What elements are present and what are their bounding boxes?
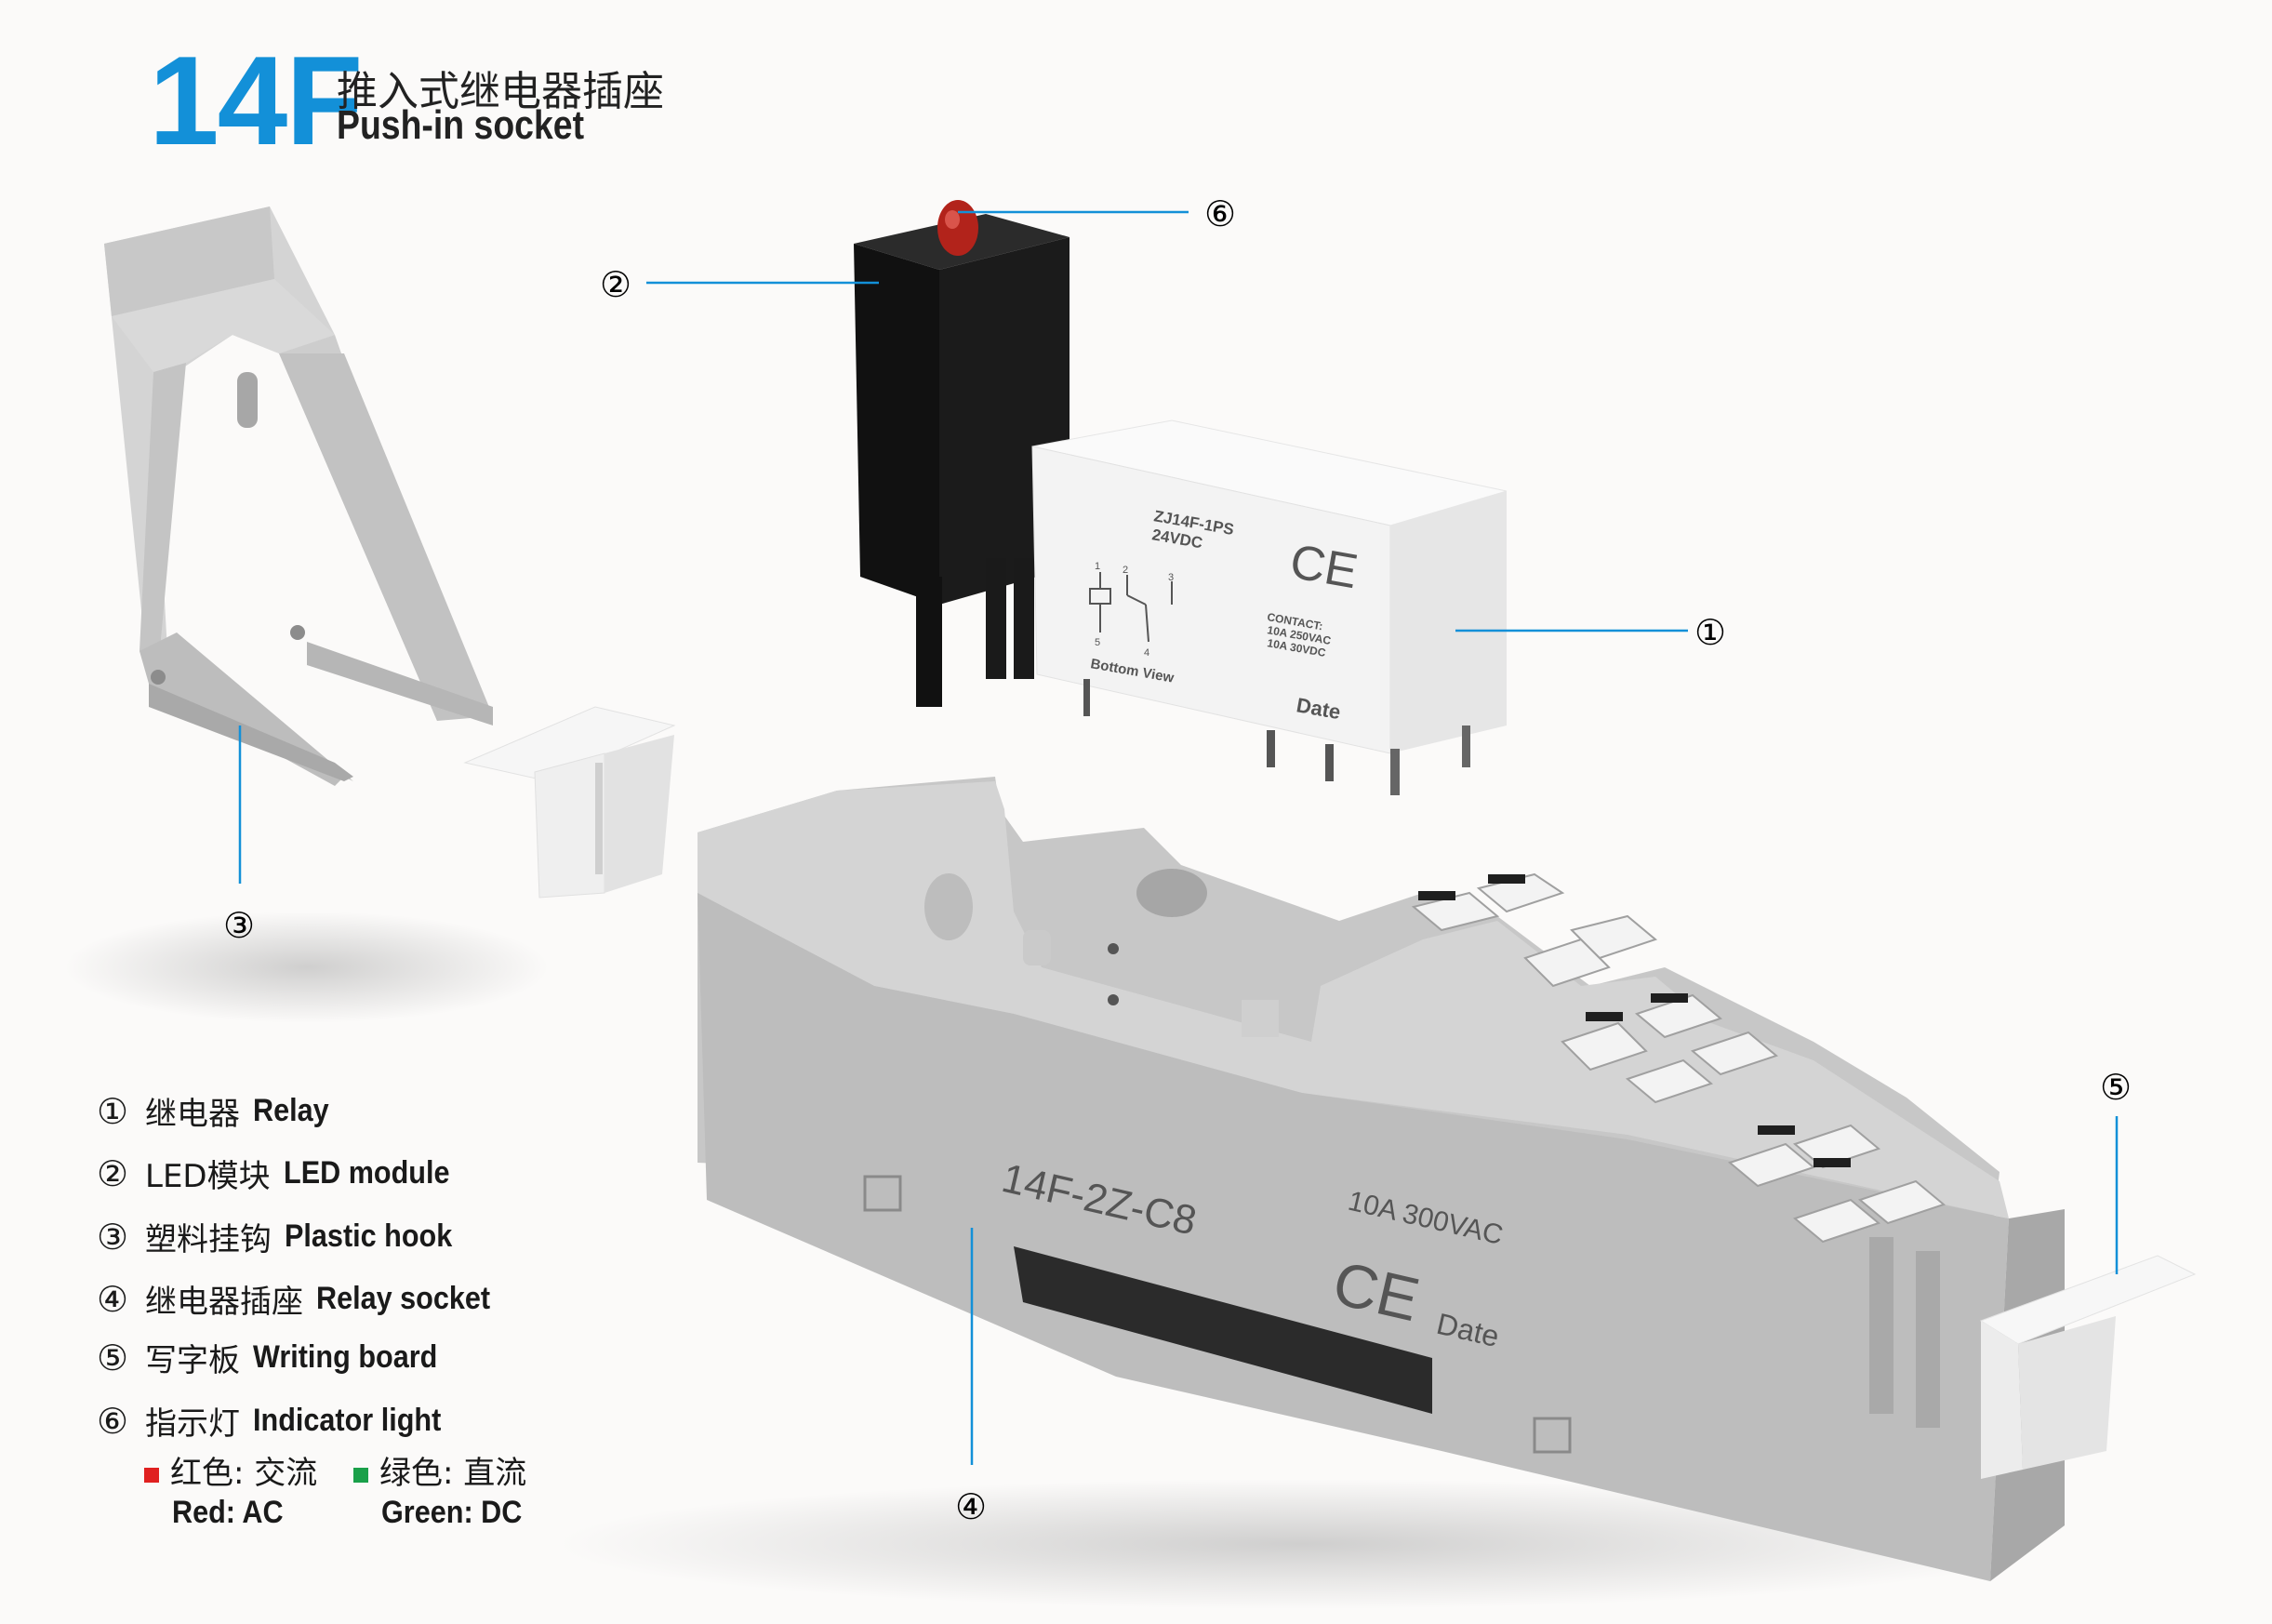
relay-socket: [698, 777, 2065, 1581]
legend-num: ①: [97, 1090, 129, 1132]
legend-cn: 继电器: [145, 1096, 240, 1133]
legend-item-relay: ① 继电器 Relay: [97, 1088, 338, 1134]
title-english: Push-in socket: [337, 102, 585, 148]
legend-cn: 写字板: [145, 1342, 240, 1379]
legend-red-ac: 红色: 交流 Red: AC: [144, 1447, 317, 1531]
legend-en: Relay socket: [316, 1281, 491, 1316]
callout-2: ②: [600, 264, 631, 305]
legend-cn: LED模块: [145, 1158, 271, 1195]
legend-en: Relay: [253, 1093, 329, 1128]
relay-pin-1: 1: [1095, 561, 1100, 572]
legend-cn: 继电器插座: [145, 1284, 303, 1321]
relay: [1031, 419, 1508, 795]
red-square-icon: [144, 1468, 159, 1484]
legend-num: ③: [97, 1216, 129, 1258]
legend-item-relay-socket: ④ 继电器插座 Relay socket: [97, 1276, 510, 1322]
callout-5: ⑤: [2100, 1067, 2132, 1108]
relay-pin-5: 5: [1095, 637, 1100, 648]
legend-en: LED module: [283, 1155, 450, 1191]
relay-pin-2: 2: [1123, 565, 1128, 576]
relay-ce-mark: CE: [1286, 535, 1362, 600]
legend-en: Plastic hook: [285, 1218, 453, 1254]
callout-1: ①: [1694, 612, 1726, 653]
callout-6: ⑥: [1204, 193, 1236, 234]
legend-num: ④: [97, 1278, 129, 1320]
legend-en: Indicator light: [253, 1403, 442, 1438]
legend-item-writing-board: ⑤ 写字板 Writing board: [97, 1335, 458, 1380]
legend-cn: 塑料挂钩: [145, 1221, 272, 1258]
green-cn: 绿色: 直流: [379, 1455, 527, 1492]
legend-en: Writing board: [253, 1339, 438, 1375]
legend-item-led-module: ② LED模块 LED module: [97, 1151, 468, 1196]
legend-green-dc: 绿色: 直流 Green: DC: [353, 1447, 538, 1531]
writing-board: [1979, 1255, 2197, 1479]
red-cn: 红色: 交流: [170, 1455, 318, 1492]
green-en: Green: DC: [381, 1495, 523, 1530]
red-en: Red: AC: [172, 1495, 284, 1530]
legend-item-indicator-light: ⑥ 指示灯 Indicator light: [97, 1398, 462, 1444]
callout-3: ③: [223, 905, 255, 946]
legend-cn: 指示灯: [145, 1405, 240, 1443]
leader-lines: [238, 210, 2119, 1465]
title-chinese: 推入式继电器插座: [337, 68, 664, 115]
plastic-hook: [104, 206, 493, 786]
hook-shadow: [65, 912, 549, 1023]
green-square-icon: [353, 1468, 368, 1484]
legend-num: ⑤: [97, 1337, 129, 1378]
socket-shadow: [558, 1479, 2046, 1609]
legend-item-plastic-hook: ③ 塑料挂钩 Plastic hook: [97, 1214, 471, 1259]
legend-num: ⑥: [97, 1400, 129, 1442]
legend-num: ②: [97, 1152, 129, 1194]
product-code: 14F: [149, 30, 363, 171]
relay-pin-3: 3: [1168, 572, 1174, 583]
writing-board-piece-left: [463, 706, 676, 899]
relay-pin-4: 4: [1144, 647, 1149, 659]
callout-4: ④: [955, 1486, 987, 1527]
